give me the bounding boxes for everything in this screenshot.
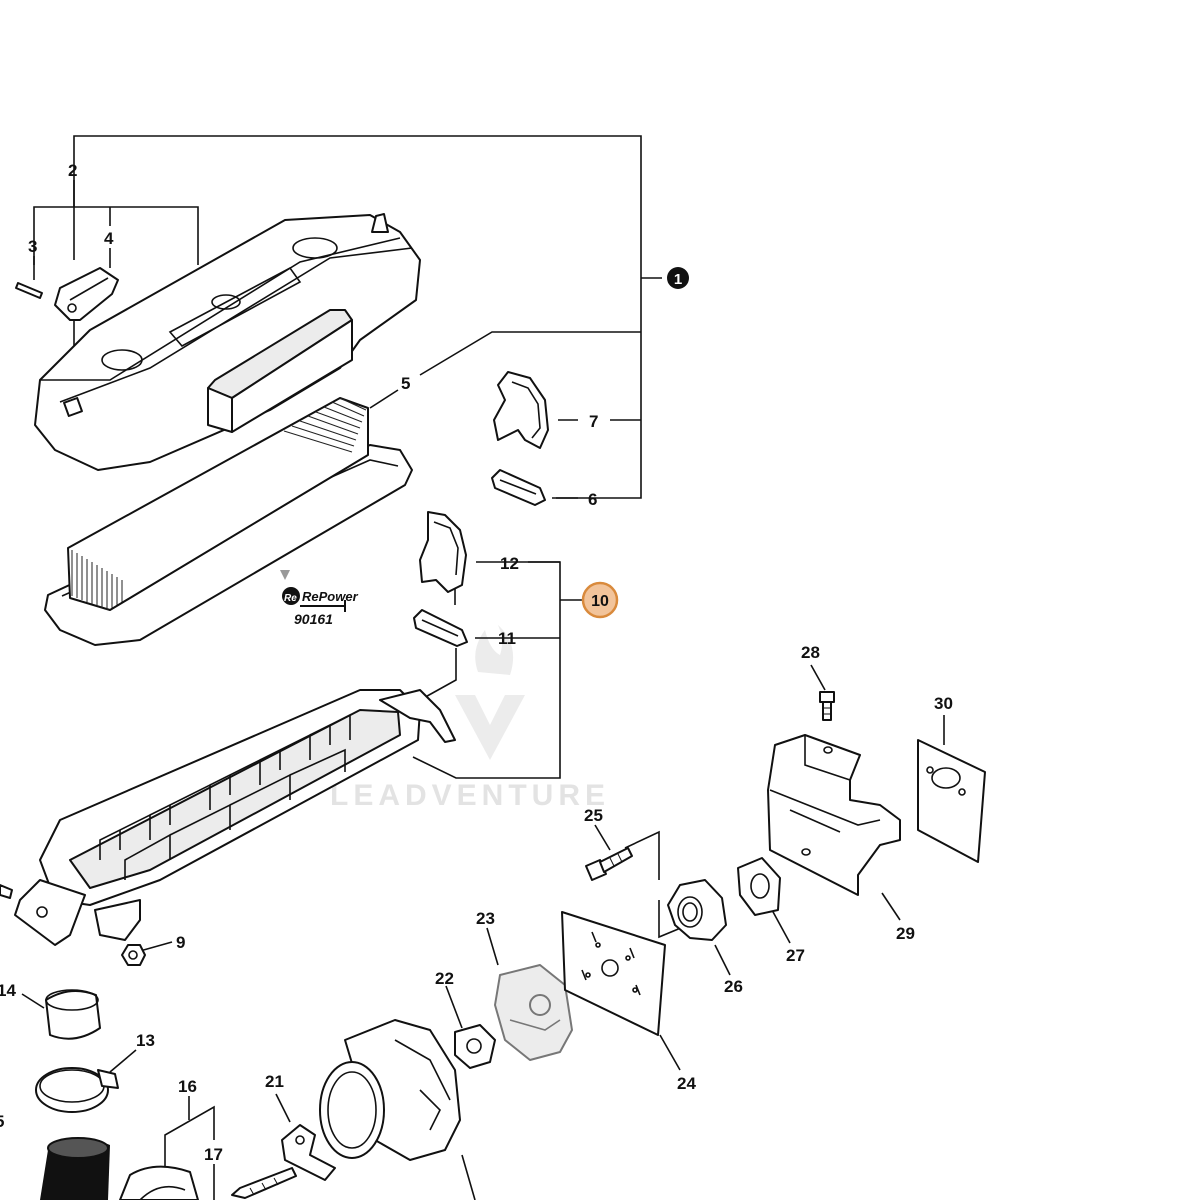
housing-ribs xyxy=(99,713,351,880)
label-3: 3 xyxy=(28,237,37,256)
leader-lines xyxy=(21,135,945,1200)
assembly-badge-text: 1 xyxy=(674,271,682,288)
label-9: 9 xyxy=(176,933,185,952)
grommet-part-6 xyxy=(491,469,546,506)
label-11: 11 xyxy=(498,629,516,648)
svg-text:Re: Re xyxy=(284,593,297,604)
filter-pleats xyxy=(71,397,367,610)
nut-part-9 xyxy=(121,944,146,966)
bracket-part-21 xyxy=(281,1124,336,1181)
label-21: 21 xyxy=(265,1072,284,1091)
label-28: 28 xyxy=(801,643,820,662)
grommet-part-11 xyxy=(413,609,468,647)
gasket-ring-part-7 xyxy=(493,371,549,449)
label-14: 14 xyxy=(0,981,16,1000)
label-16: 16 xyxy=(178,1077,197,1096)
brand-part-number: 90161 xyxy=(294,611,333,627)
kit-badge-10[interactable]: 10 xyxy=(581,581,619,619)
gasket-part-22 xyxy=(454,1024,496,1069)
latch-part-4 xyxy=(54,267,119,321)
label-7: 7 xyxy=(589,412,598,431)
label-22: 22 xyxy=(435,969,454,988)
sleeve-part-14 xyxy=(45,989,101,1040)
label-6: 6 xyxy=(588,490,597,509)
label-2: 2 xyxy=(68,161,77,180)
label-23: 23 xyxy=(476,909,495,928)
repower-brand-tag: Re RePower 90161 xyxy=(280,570,359,627)
label-25: 25 xyxy=(584,806,603,825)
label-29: 29 xyxy=(896,924,915,943)
air-filter-element xyxy=(44,397,413,646)
screw-part-28 xyxy=(819,691,835,721)
assembly-badge-1: 1 xyxy=(667,267,689,289)
screw-part-25 xyxy=(585,847,633,881)
brand-logo-text: RePower xyxy=(302,589,359,604)
label-12: 12 xyxy=(500,554,519,573)
hose-clamp-part-13 xyxy=(35,1067,119,1113)
intake-adapter xyxy=(319,1019,461,1161)
filter-base-housing xyxy=(0,689,456,946)
label-30: 30 xyxy=(934,694,953,713)
heat-shield-part-29 xyxy=(767,734,901,896)
clamp-part-16 xyxy=(119,1165,199,1200)
label-26: 26 xyxy=(724,977,743,996)
air-filter-cover xyxy=(34,213,421,471)
gasket-ring-part-12 xyxy=(419,511,467,593)
kit-badge-text: 10 xyxy=(591,593,609,610)
label-24: 24 xyxy=(677,1074,696,1093)
carburetor-part-23 xyxy=(494,964,573,1061)
intake-boot-part-15 xyxy=(40,1137,110,1200)
watermark-text: LEADVENTURE xyxy=(330,779,610,812)
pin-part-3 xyxy=(15,282,43,299)
part-labels: 2 3 4 5 6 7 9 11 12 13 14 5 16 17 21 22 … xyxy=(0,161,953,1164)
label-15: 5 xyxy=(0,1112,4,1131)
bolt-part-17 xyxy=(231,1167,297,1199)
flange-part-26 xyxy=(667,879,727,941)
gasket-part-27 xyxy=(737,857,781,916)
insulator-plate-part-24 xyxy=(561,911,666,1036)
label-5: 5 xyxy=(401,374,410,393)
label-13: 13 xyxy=(136,1031,155,1050)
gasket-sheet-part-30 xyxy=(917,739,986,863)
label-4: 4 xyxy=(104,229,114,248)
label-17: 17 xyxy=(204,1145,223,1164)
label-27: 27 xyxy=(786,946,805,965)
